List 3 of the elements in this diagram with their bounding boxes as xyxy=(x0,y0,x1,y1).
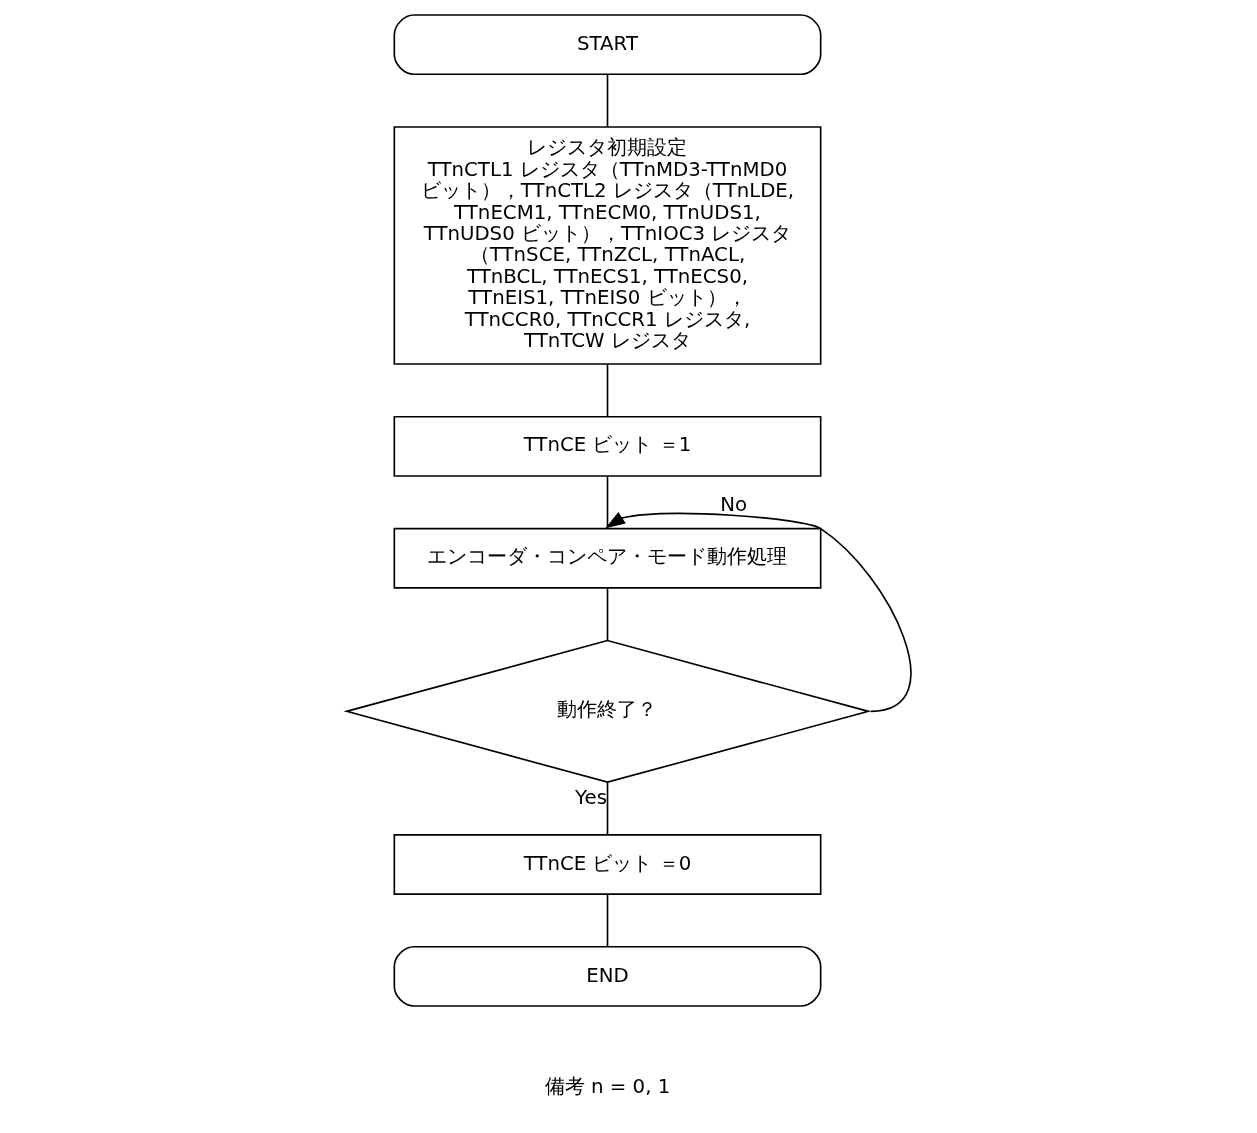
edge-label: No xyxy=(719,492,747,516)
edge-label: Yes xyxy=(574,785,607,809)
label: 備考 n = 0, 1 xyxy=(544,1075,670,1099)
